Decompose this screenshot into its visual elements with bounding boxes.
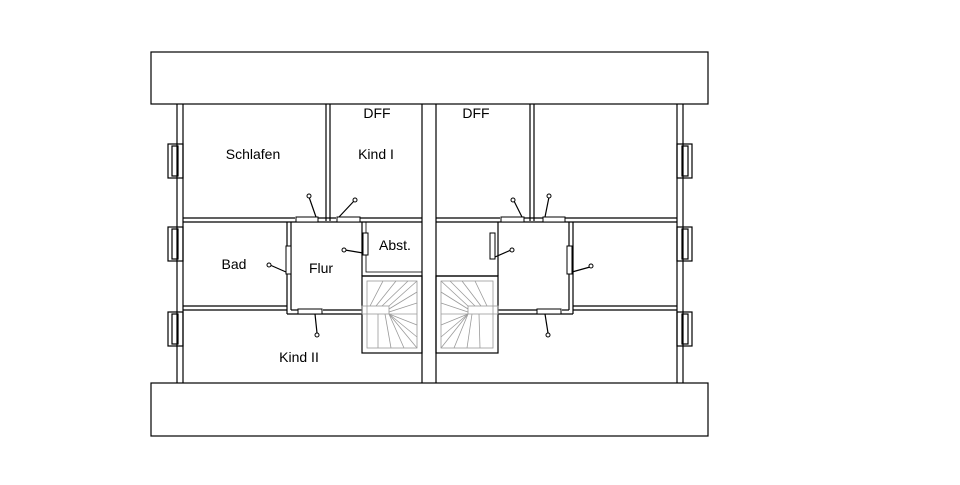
room-label-flur: Flur	[309, 260, 333, 276]
roof-band-bottom	[150, 382, 709, 437]
staircase-left	[361, 275, 423, 354]
roof-band-top	[150, 51, 709, 105]
room-label-dff-left: DFF	[363, 105, 390, 121]
doors	[266, 193, 594, 338]
interior-walls-left	[183, 104, 423, 315]
room-label-kind-i: Kind I	[358, 146, 394, 162]
room-label-dff-right: DFF	[462, 105, 489, 121]
windows	[167, 143, 693, 347]
party-wall	[421, 104, 437, 383]
room-label-schlafen: Schlafen	[226, 146, 280, 162]
room-label-bad: Bad	[222, 256, 247, 272]
staircase-right	[435, 275, 499, 354]
interior-walls-right	[436, 104, 677, 315]
room-label-abst: Abst.	[379, 237, 411, 253]
room-label-kind-ii: Kind II	[279, 349, 319, 365]
